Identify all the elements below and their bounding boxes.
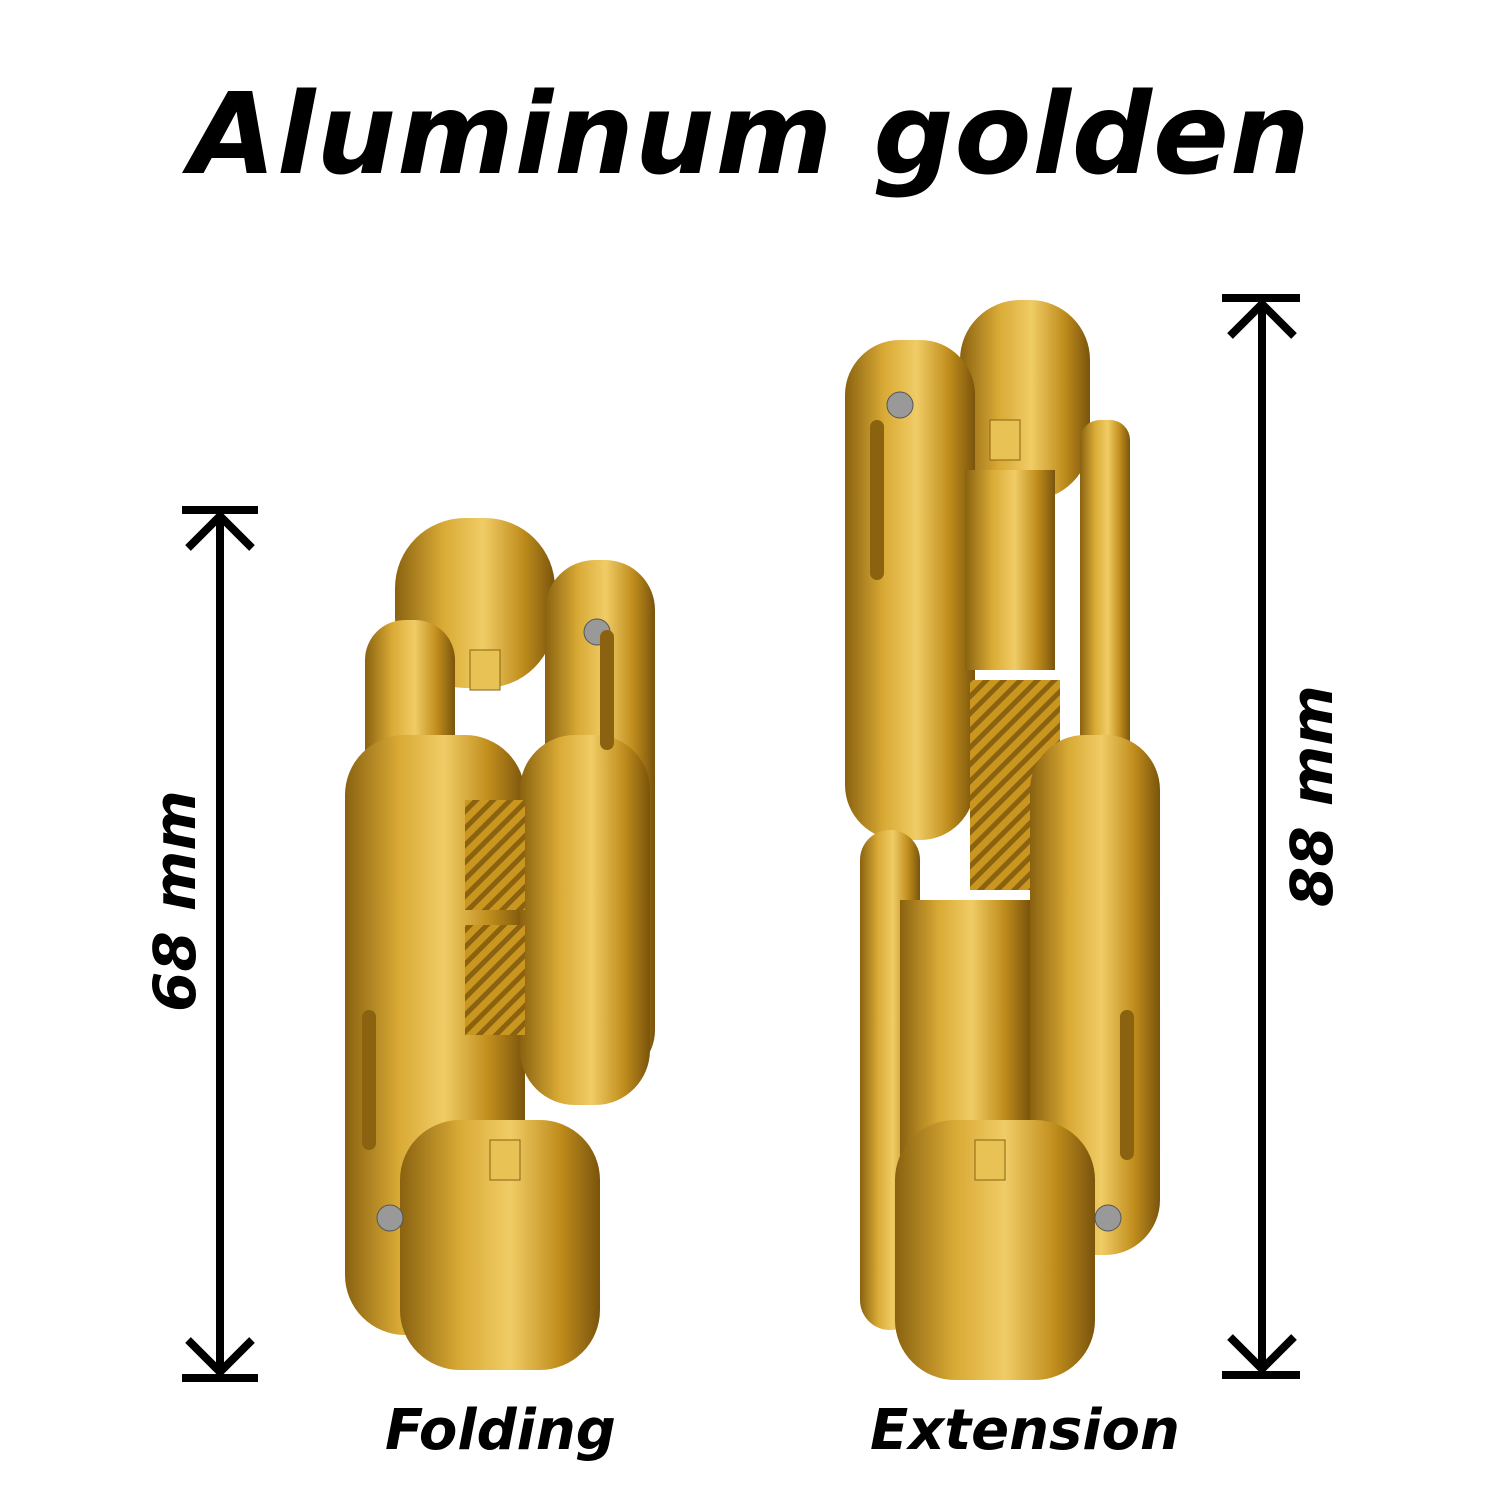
extension-caption: Extension	[870, 1398, 1180, 1463]
extension-dimension-label: 88 mm	[1278, 685, 1346, 907]
extension-hinge	[845, 300, 1160, 1380]
folding-caption: Folding	[385, 1398, 616, 1463]
folding-dimension-arrow	[182, 506, 258, 1382]
folding-dimension-label: 68 mm	[141, 790, 209, 1012]
title: Aluminum golden	[189, 70, 1311, 200]
extension-dimension-arrow	[1222, 294, 1300, 1379]
folding-hinge	[345, 518, 655, 1370]
